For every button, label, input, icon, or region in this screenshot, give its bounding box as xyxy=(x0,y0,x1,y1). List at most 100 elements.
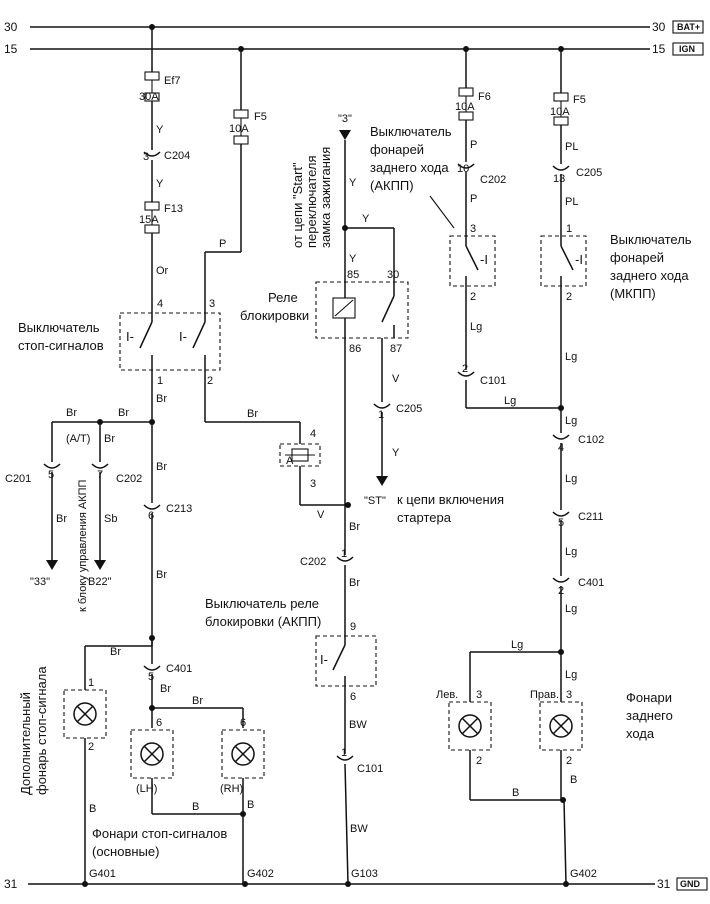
fuse-ef7-name: Ef7 xyxy=(164,75,181,87)
connector-c102-label: C102 xyxy=(578,434,604,446)
reverse-lamps: Лев. 3 2 Прав. 3 2 B B G402 xyxy=(436,652,597,885)
wire-color-label: V xyxy=(392,373,400,385)
wire-color-label: P xyxy=(470,139,477,151)
reverse-switch-mt: F5 10A PL 13 C205 PL 1 -I 2 Lg Lg 4 C102… xyxy=(470,49,604,681)
rev-mt-label-2: фонарей xyxy=(610,250,664,265)
ign-tag: IGN xyxy=(679,44,695,54)
wire-color-label: Br xyxy=(247,408,258,420)
connector-c205-label: C205 xyxy=(396,403,422,415)
ign-rail-left-label: 15 xyxy=(4,42,18,56)
connector-c202-label: C202 xyxy=(116,473,142,485)
rev-mt-label-1: Выключатель xyxy=(610,232,692,247)
svg-text:-I: -I xyxy=(480,252,488,267)
rev-lamps-label-1: Фонари xyxy=(626,690,672,705)
wire-color-label: Br xyxy=(349,521,360,533)
ign-rail-right-label: 15 xyxy=(652,42,666,56)
pin-label: 6 xyxy=(240,717,246,729)
relay-label-2: блокировки xyxy=(240,308,309,323)
wire-color-label: Br xyxy=(160,683,171,695)
connector-pin: 13 xyxy=(553,173,565,185)
wire-color-label: Br xyxy=(156,461,167,473)
output-b22-label: B22" xyxy=(88,576,112,588)
ground-g402b-label: G402 xyxy=(570,868,597,880)
connector-pin: 6 xyxy=(148,510,154,522)
at-only-label: (A/T) xyxy=(66,433,90,445)
fuse-f13-rating: 15A xyxy=(139,214,159,226)
wire-color-label: Lg xyxy=(511,639,523,651)
wire-color-label: Lg xyxy=(565,669,577,681)
rev-lamps-label-3: хода xyxy=(626,726,655,741)
wire-color-label: Y xyxy=(392,447,400,459)
connector-pin: 2 xyxy=(462,363,468,375)
relay-label-1: Реле xyxy=(268,290,298,305)
fuse-f5b-rating: 10A xyxy=(550,106,570,118)
fuse-f5-name: F5 xyxy=(254,111,267,123)
connector-c204-label: C204 xyxy=(164,150,190,162)
pin-label: 9 xyxy=(350,621,356,633)
connector-c211-label: C211 xyxy=(578,511,603,523)
connector-pin: 1 xyxy=(378,409,384,421)
wire-color-label: Or xyxy=(156,265,169,277)
rev-lamps-label-2: заднего xyxy=(626,708,673,723)
interlock-relay: 85 30 86 87 xyxy=(315,269,409,355)
fuse-f6-name: F6 xyxy=(478,91,491,103)
wire-color-label: Lg xyxy=(565,546,577,558)
wire-color-label: Br xyxy=(192,695,203,707)
start-input-wiring: "3" Y Y Y xyxy=(338,113,395,282)
pin-label: 1 xyxy=(566,223,572,235)
fuse-ef7-rating: 30A xyxy=(139,91,159,103)
svg-text:I-: I- xyxy=(320,652,328,667)
connector-c205b-label: C205 xyxy=(576,167,602,179)
wire-color-label: Y xyxy=(156,178,164,190)
wire-color-label: Br xyxy=(349,577,360,589)
wire-color-label: Y xyxy=(362,213,370,225)
rev-mt-label-4: (МКПП) xyxy=(610,286,656,301)
gnd-rail: 31 31 GND xyxy=(4,877,708,891)
wire-color-label: Lg xyxy=(470,321,482,333)
wire-color-label: P xyxy=(219,238,226,250)
pin-label: 86 xyxy=(349,343,361,355)
output-33-label: "33" xyxy=(30,576,50,588)
pin-label: 3 xyxy=(566,689,572,701)
brake-output-wiring: Br Br Br Br (A/T) Br 5 C201 Br "33" 7 C2… xyxy=(5,370,244,728)
reverse-lamp-right-label: Прав. xyxy=(530,689,559,701)
connector-pin: 5 xyxy=(48,469,54,481)
connector-c213-label: C213 xyxy=(166,503,192,515)
wire-color-label: Br xyxy=(118,407,129,419)
wire-color-label: P xyxy=(470,193,477,205)
main-stop-lamps: 6 (LH) 6 (RH) B B G402 xyxy=(130,717,274,884)
wire-color-label: Lg xyxy=(504,395,516,407)
pin-label: 30 xyxy=(387,269,399,281)
wire-color-label: Y xyxy=(349,177,357,189)
wire-color-label: PL xyxy=(565,196,578,208)
extra-stop-lamp: 1 2 B G401 xyxy=(63,646,116,884)
wire-color-label: V xyxy=(317,509,325,521)
rev-at-label-4: (АКПП) xyxy=(370,178,414,193)
gnd-tag: GND xyxy=(680,879,701,889)
lamp-icon xyxy=(221,729,265,779)
pin-label: 2 xyxy=(207,375,213,387)
pin-label: 2 xyxy=(566,291,572,303)
wire-color-label: BW xyxy=(350,823,368,835)
reverse-switch-at: F6 10A P 10 C202 P 3 -I 2 Lg 2 C101 Lg xyxy=(449,49,564,411)
pin-label: 87 xyxy=(390,343,402,355)
wire-color-label: Lg xyxy=(565,415,577,427)
ground-g401-label: G401 xyxy=(89,868,116,880)
connector-c101-label: C101 xyxy=(357,763,383,775)
svg-text:I-: I- xyxy=(126,329,134,344)
connector-pin: 3 xyxy=(143,151,149,163)
bat-rail-left-label: 30 xyxy=(4,20,18,34)
brake-feed-circuit: Ef7 30A Y 3 C204 Y F13 15A Or xyxy=(139,27,190,313)
connector-pin: 1 xyxy=(341,747,347,759)
fuse-f5-rating: 10A xyxy=(229,123,249,135)
ns-switch-label-2: блокировки (АКПП) xyxy=(205,614,321,629)
fuse-f6-rating: 10A xyxy=(455,101,475,113)
wire-color-label: Br xyxy=(156,569,167,581)
bat-tag-box xyxy=(672,20,704,34)
lamp-icon xyxy=(130,729,174,779)
fuse-f5b-name: F5 xyxy=(573,94,586,106)
pin-label: 6 xyxy=(350,691,356,703)
leader-line xyxy=(429,195,455,229)
bat-tag: BAT+ xyxy=(677,22,700,32)
